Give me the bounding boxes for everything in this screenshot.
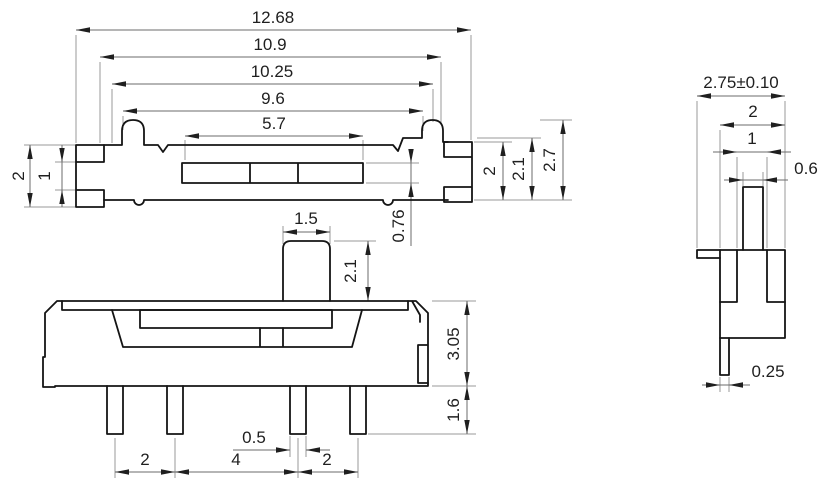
dimension-arrows [115,229,470,475]
mounting-tab [696,249,721,259]
dim-right-height-2: 2 [480,166,499,175]
dim-side-body-width: 2 [748,102,757,121]
dim-pin-pitch-left: 2 [140,450,149,469]
dim-pin-width: 0.5 [242,428,266,447]
front-view: 1.5 2.1 3.05 1.6 0.5 2 4 2 [42,209,476,478]
top-view-part-outline [75,119,473,208]
dim-knob-height: 2.1 [341,259,360,283]
knob-stem [742,186,764,251]
dim-end-notch: 1 [35,171,54,180]
side-view-part-outline [696,186,786,376]
dimension-arrows [697,93,785,388]
dim-pin-length: 1.6 [444,398,463,422]
dim-slot-length: 5.7 [262,114,286,133]
dim-overall-length: 12.68 [252,8,295,27]
top-view: 12.68 10.9 10.25 9.6 5.7 2 1 2 2.1 2.7 0… [9,8,572,246]
dim-body-height: 3.05 [444,327,463,360]
dim-side-channel-width: 1 [747,129,756,148]
switch-pins [106,385,367,435]
dim-end-height: 2 [9,171,28,180]
switch-lid [61,300,409,311]
dim-10-9: 10.9 [253,35,286,54]
front-view-part-outline [42,240,429,435]
dim-10-25: 10.25 [251,62,294,81]
front-view-extension-lines [114,226,476,478]
dim-knob-width: 1.5 [294,209,318,228]
dim-side-overall-width: 2.75±0.10 [703,73,779,92]
side-body [719,249,786,339]
dimension-arrows [27,27,566,207]
side-view-extension-lines [696,101,786,392]
switch-knob [282,240,331,302]
side-view-dimension-labels: 2.75±0.10 2 1 0.6 0.25 [703,73,818,381]
front-view-dimension-labels: 1.5 2.1 3.05 1.6 0.5 2 4 2 [140,209,463,469]
top-view-dimension-lines [27,27,566,246]
side-pin [719,337,730,376]
dim-9-6: 9.6 [261,89,285,108]
top-view-dimension-labels: 12.68 10.9 10.25 9.6 5.7 2 1 2 2.1 2.7 0… [9,8,559,243]
front-view-dimension-lines [115,229,470,475]
dim-slot-gap: 0.76 [389,209,408,242]
dim-side-pin-thickness: 0.25 [751,362,784,381]
dim-right-height-2-7: 2.7 [540,148,559,172]
dim-pin-pitch-mid: 4 [231,450,240,469]
top-view-extension-lines [24,35,572,208]
dim-pin-pitch-right: 2 [322,450,331,469]
side-view: 2.75±0.10 2 1 0.6 0.25 [696,73,818,392]
dim-side-stem-width: 0.6 [794,159,818,178]
slider-slot [181,162,364,184]
side-view-dimension-lines [697,93,791,388]
dim-right-height-2-1: 2.1 [509,157,528,181]
